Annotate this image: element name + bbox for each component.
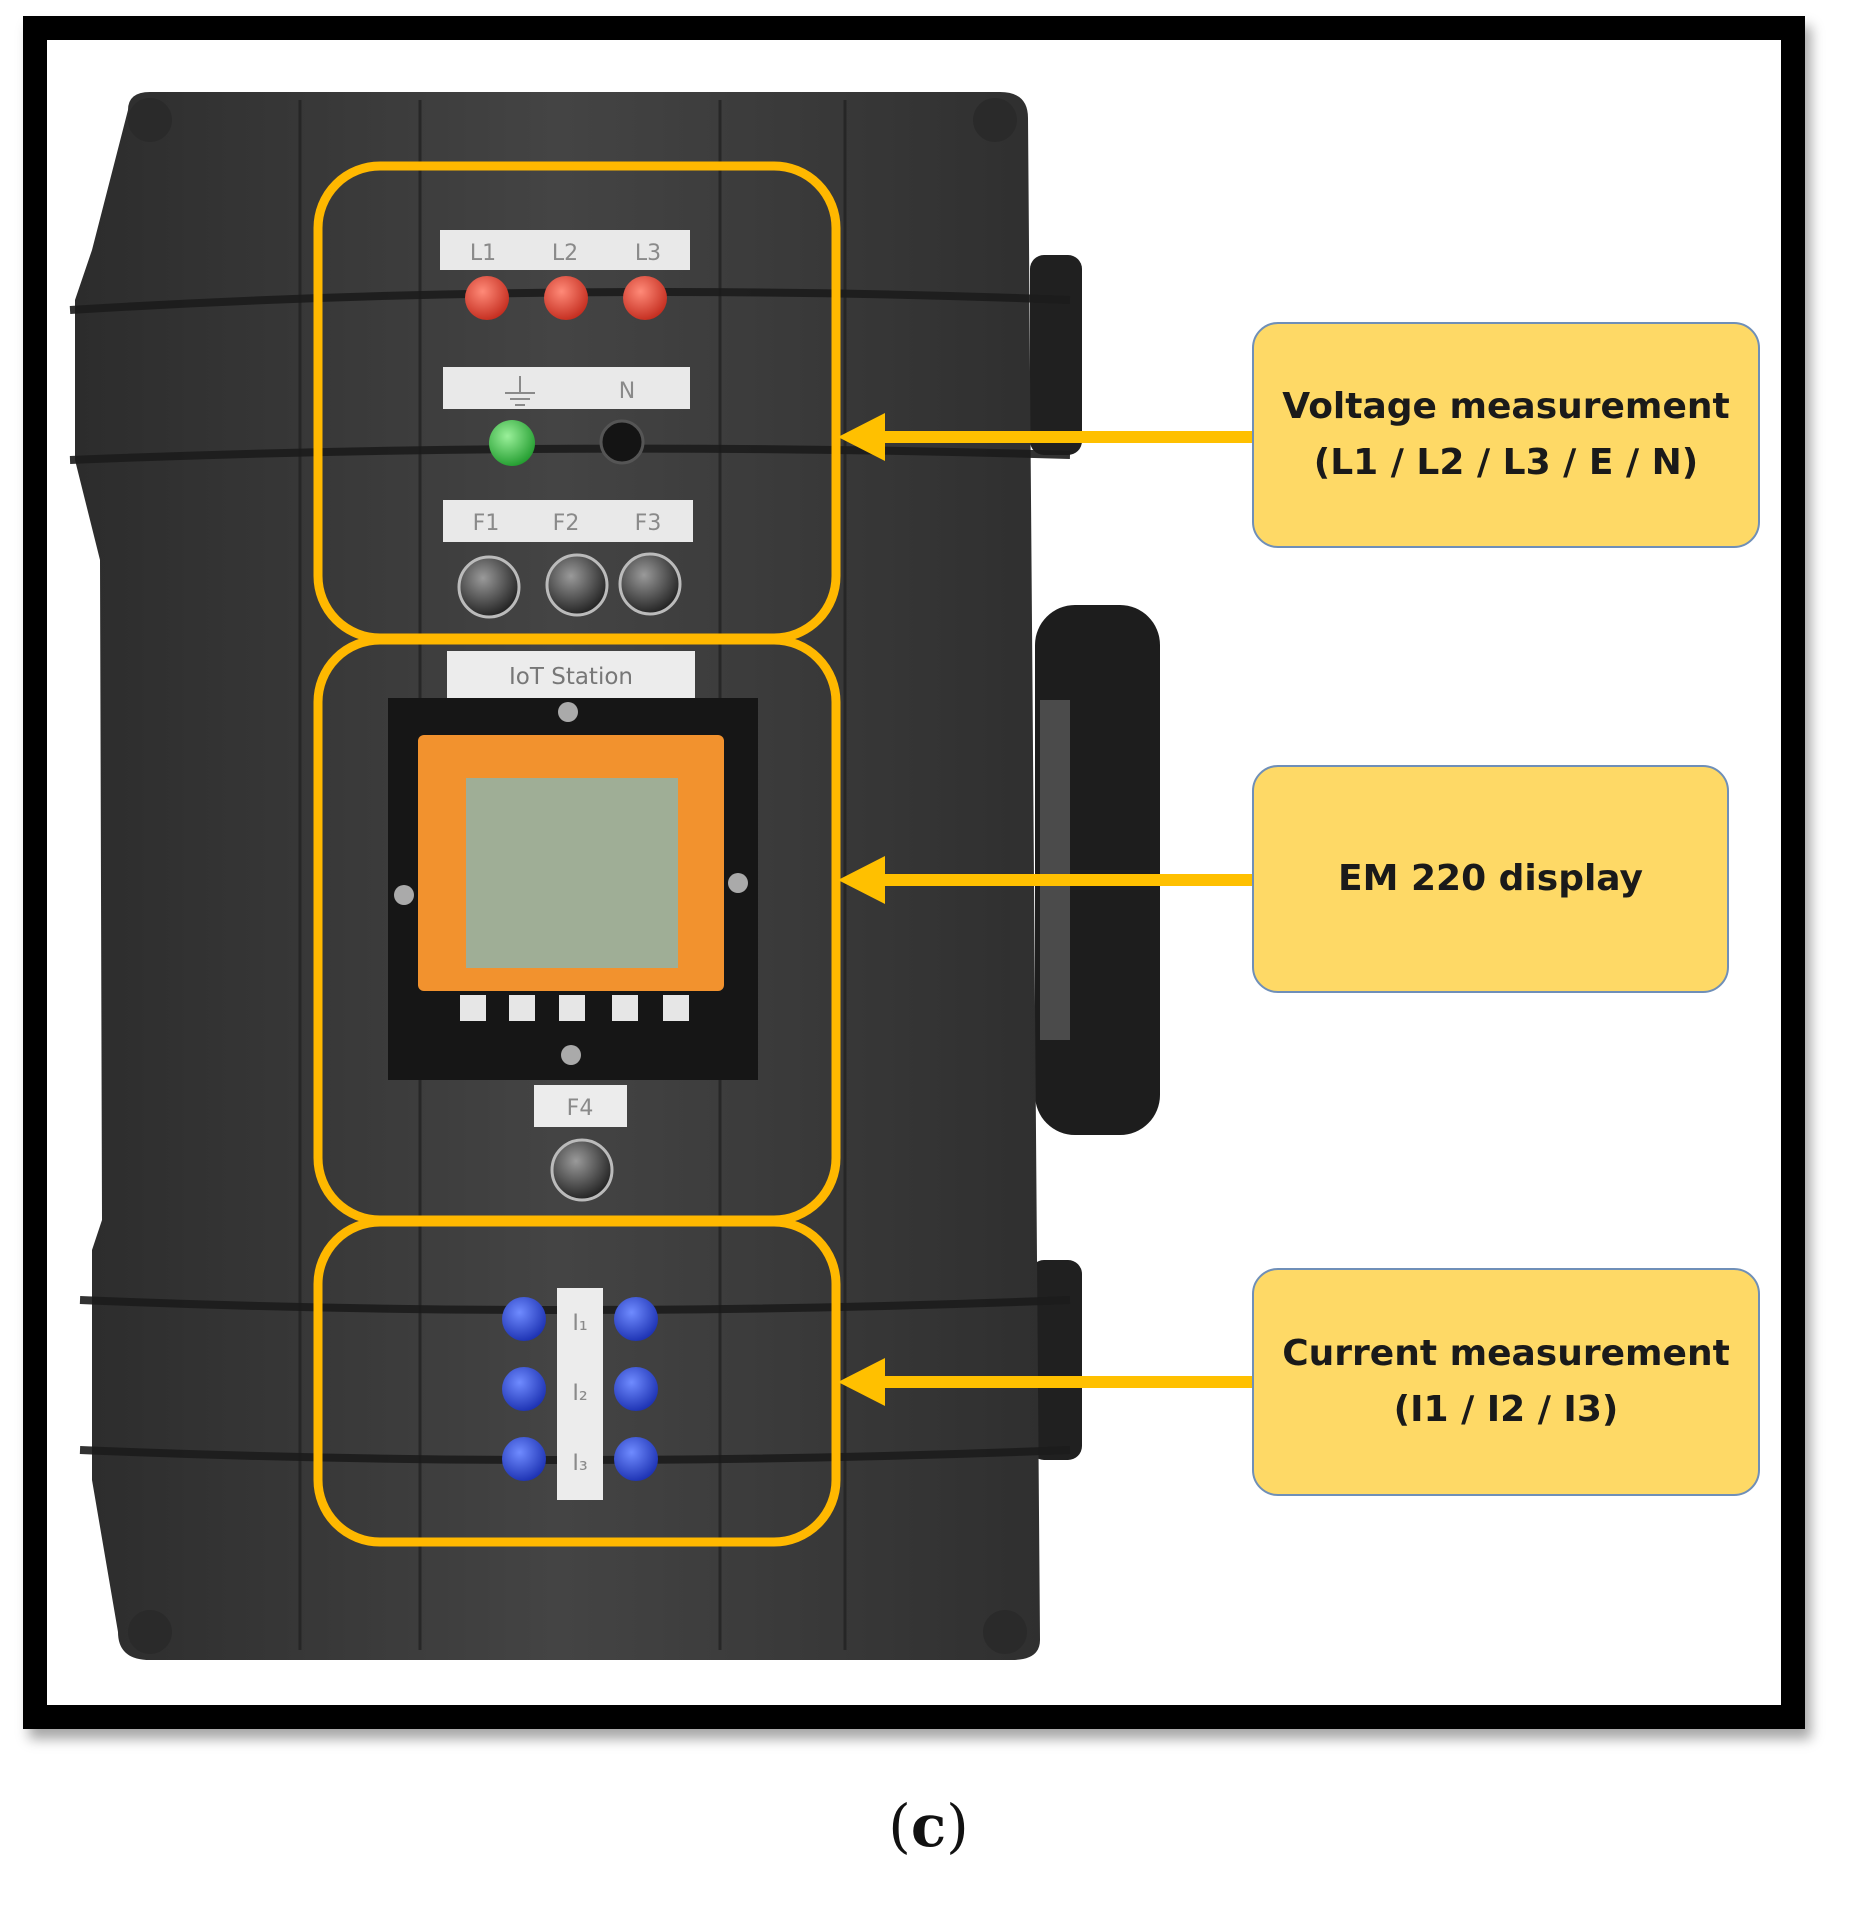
label-l1: L1: [470, 241, 496, 266]
callout-voltage-line2: (L1 / L2 / L3 / E / N): [1313, 442, 1699, 483]
callout-display: EM 220 display: [1252, 765, 1729, 993]
case-handle: [1035, 605, 1160, 1135]
socket-i3-left: [502, 1437, 546, 1481]
callout-current: Current measurement (I1 / I2 / I3): [1252, 1268, 1760, 1496]
case-latch: [1030, 1260, 1082, 1460]
socket-i3-right: [614, 1437, 658, 1481]
socket-i2-right: [614, 1367, 658, 1411]
label-f3: F3: [635, 511, 662, 536]
label-iot-station: IoT Station: [509, 664, 633, 690]
socket-i2-left: [502, 1367, 546, 1411]
label-l3: L3: [635, 241, 661, 266]
callout-voltage-line1: Voltage measurement: [1282, 386, 1730, 427]
label-n: N: [619, 379, 635, 404]
callout-current-line1: Current measurement: [1282, 1333, 1730, 1374]
meter-panel: IoT Station F4: [388, 651, 758, 1202]
label-f2: F2: [553, 511, 580, 536]
current-highlight-box: [313, 1217, 841, 1547]
callout-current-line2: (I1 / I2 / I3): [1393, 1389, 1619, 1430]
display-arrow: [838, 856, 1252, 904]
label-i2: I₂: [572, 1381, 587, 1406]
caption-letter: c: [910, 1792, 947, 1860]
callout-voltage: Voltage measurement (L1 / L2 / L3 / E / …: [1252, 322, 1760, 548]
voltage-arrow: [838, 413, 1252, 461]
label-i1: I₁: [572, 1311, 587, 1336]
fuse-f3: [618, 552, 682, 616]
meter-buttons: [460, 995, 689, 1021]
label-l2: L2: [552, 241, 578, 266]
socket-i1-right: [614, 1297, 658, 1341]
fuse-f4: [550, 1138, 614, 1202]
socket-neutral: [599, 419, 645, 465]
callout-display-line1: EM 220 display: [1338, 858, 1643, 899]
caption-close: ): [946, 1792, 969, 1860]
socket-l3: [623, 276, 667, 320]
socket-l1: [465, 276, 509, 320]
socket-i1-left: [502, 1297, 546, 1341]
fuse-f2: [545, 553, 609, 617]
label-f4: F4: [567, 1096, 594, 1121]
voltage-panel: L1 L2 L3 N F1 F2 F3: [440, 230, 693, 619]
caption-open: (: [888, 1792, 911, 1860]
earth-symbol-icon: [505, 376, 535, 406]
current-panel: I₁ I₂ I₃: [502, 1288, 658, 1500]
fuse-f1: [457, 555, 521, 619]
socket-l2: [544, 276, 588, 320]
case-latch: [1030, 255, 1082, 455]
label-i3: I₃: [572, 1451, 587, 1476]
figure-caption: (c): [0, 1792, 1857, 1860]
current-arrow: [838, 1358, 1252, 1406]
meter-screen: [466, 778, 678, 968]
label-f1: F1: [473, 511, 500, 536]
socket-earth: [489, 420, 535, 466]
